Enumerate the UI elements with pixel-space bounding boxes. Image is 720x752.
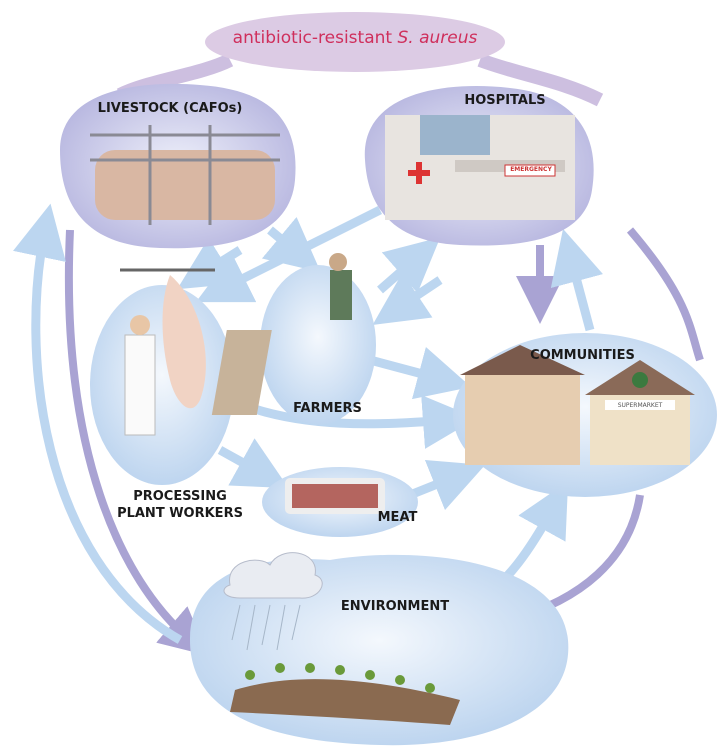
label-communities: COMMUNITIES — [530, 348, 635, 363]
species-name: S. aureus — [397, 28, 478, 48]
farmer-illustration — [211, 253, 352, 415]
arrow-livestock-environment — [64, 229, 209, 656]
arrow-farmers-communities — [368, 346, 472, 400]
arrow-farmers-hospitals — [377, 237, 441, 294]
title-bubble — [205, 12, 505, 72]
hospital-illustration — [385, 115, 575, 220]
node-processing — [90, 285, 234, 485]
arrow-meat-communities — [408, 459, 486, 511]
label-farmers: FARMERS — [293, 401, 362, 416]
supermarket-sign: SUPERMARKET — [617, 402, 663, 409]
title-label: antibiotic-resistant S. aureus — [232, 28, 478, 48]
label-livestock: LIVESTOCK (CAFOs) — [97, 101, 243, 116]
label-hospitals: HOSPITALS — [464, 93, 546, 108]
label-meat: MEAT — [377, 510, 418, 525]
environment-illustration — [223, 552, 460, 725]
arrow-communities-hospitals — [550, 228, 604, 332]
arrow-processing-meat — [217, 438, 289, 489]
arrow-hospitals-livestock — [195, 205, 383, 303]
processing-illustration — [120, 268, 215, 436]
communities-illustration — [460, 345, 695, 465]
arrow-environment-livestock — [13, 203, 183, 644]
livestock-illustration — [90, 125, 280, 225]
meat-illustration — [285, 478, 385, 514]
arrow-hospitals-farmers — [372, 272, 443, 325]
arrow-hospitals-communities — [626, 227, 704, 362]
emergency-sign: EMERGENCY — [510, 166, 552, 173]
label-environment: ENVIRONMENT — [340, 599, 450, 614]
